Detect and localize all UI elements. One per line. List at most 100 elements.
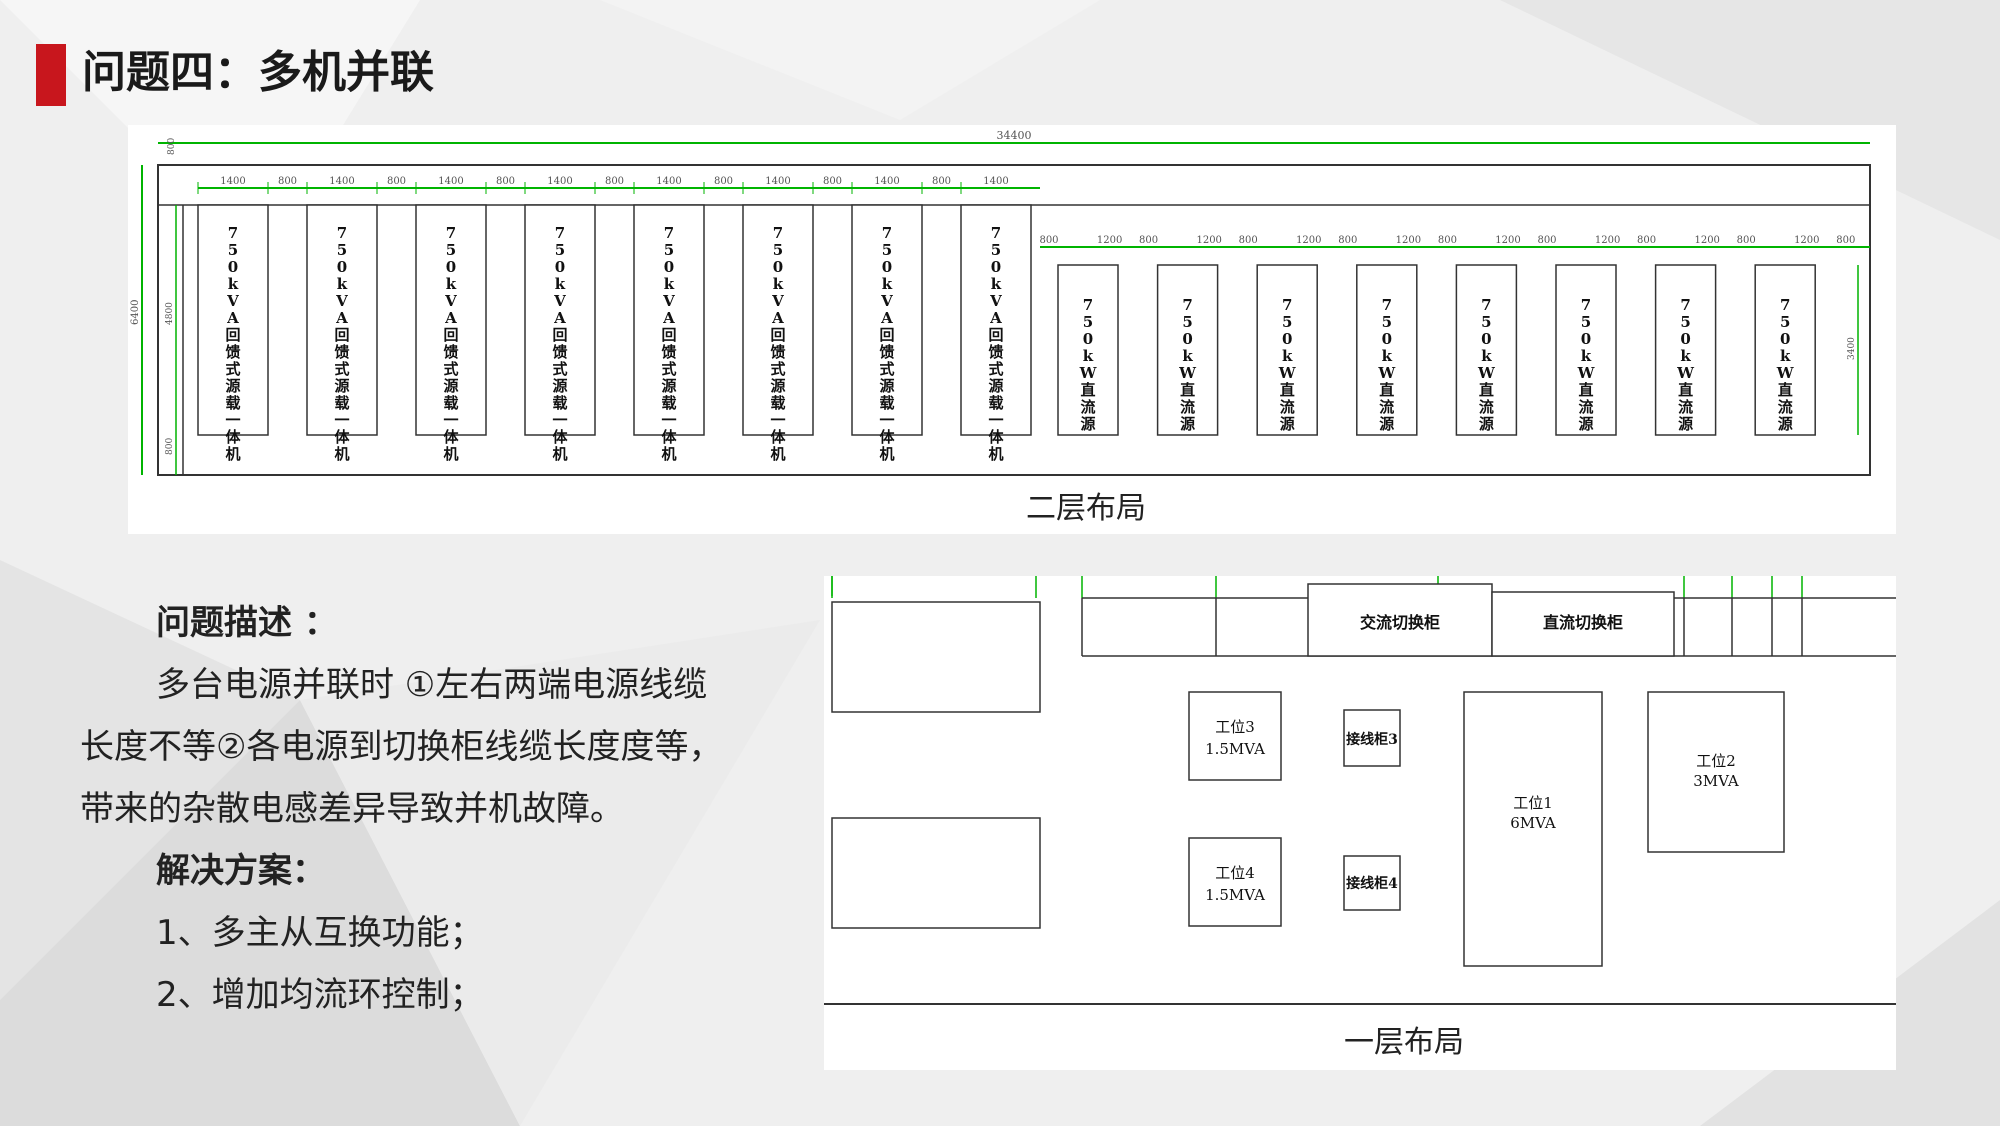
page-title: 问题四：多机并联 — [82, 47, 434, 98]
vertical-label-glyph: 5 — [1282, 313, 1292, 331]
vertical-label-glyph: 载 — [552, 394, 567, 412]
right-side-dimension-label: 3400 — [1847, 337, 1857, 360]
vertical-label-glyph: 0 — [991, 258, 1001, 276]
vertical-label-glyph: 流 — [1678, 398, 1693, 416]
dc-source-unit — [1256, 264, 1318, 436]
vertical-label-glyph: 源 — [334, 377, 349, 395]
vertical-label-glyph: 馈 — [987, 343, 1003, 361]
right-dimension-label: 800 — [1239, 235, 1258, 246]
vertical-label-glyph: 7 — [773, 224, 783, 242]
vertical-label-glyph: k — [1680, 347, 1691, 365]
right-dimension-label: 800 — [1737, 235, 1756, 246]
vertical-label-glyph: 源 — [661, 377, 676, 395]
top-dimension-label: 1400 — [220, 176, 245, 187]
vertical-label-glyph: A — [771, 309, 784, 327]
vertical-label-glyph: 5 — [337, 241, 347, 259]
vertical-label-glyph: V — [444, 292, 457, 310]
station-1-capacity: 6MVA — [1510, 814, 1556, 832]
vertical-label-glyph: 0 — [1481, 330, 1491, 348]
vertical-label-glyph: 机 — [225, 445, 240, 463]
vertical-label-glyph: 馈 — [224, 343, 240, 361]
station-2-name: 工位2 — [1696, 752, 1736, 770]
vertical-label-glyph: k — [1481, 347, 1492, 365]
station-1-name: 工位1 — [1513, 794, 1553, 812]
left-dimension-label: 6400 — [130, 300, 141, 325]
feedback-source-load-unit — [960, 204, 1032, 436]
feedback-source-load-unit — [851, 204, 923, 436]
vertical-label-glyph: 源 — [1479, 415, 1494, 433]
vertical-label-glyph: 7 — [1581, 296, 1591, 314]
vertical-label-glyph: 0 — [1083, 330, 1093, 348]
vertical-label-glyph: 载 — [770, 394, 785, 412]
top-dimension-label: 1400 — [874, 176, 899, 187]
top-dimension-label: 800 — [387, 176, 406, 187]
vertical-label-glyph: k — [1182, 347, 1193, 365]
vertical-label-glyph: 机 — [443, 445, 458, 463]
station-4 — [1188, 837, 1282, 927]
solution-item-1: 1、多主从互换功能； — [156, 913, 484, 953]
vertical-label-glyph: 回 — [661, 326, 676, 344]
top-dimension-label: 1400 — [547, 176, 572, 187]
building-outline — [157, 164, 1871, 476]
vertical-label-glyph: 源 — [225, 377, 240, 395]
room-block-lower — [831, 817, 1041, 929]
station-2 — [1647, 691, 1785, 853]
vertical-label-glyph: 源 — [1280, 415, 1295, 433]
top-dimension-label: 1400 — [983, 176, 1008, 187]
vertical-label-glyph: 源 — [1379, 415, 1394, 433]
vertical-label-glyph: W — [1079, 364, 1098, 382]
vertical-label-glyph: 一 — [770, 411, 785, 429]
problem-line-1: 多台电源并联时 ①左右两端电源线缆 — [156, 665, 708, 705]
vertical-label-glyph: 式 — [443, 360, 458, 378]
vertical-label-glyph: 流 — [1578, 398, 1593, 416]
vertical-label-glyph: 0 — [1780, 330, 1790, 348]
station-4-name: 工位4 — [1215, 864, 1255, 882]
right-dimension-label: 800 — [1438, 235, 1457, 246]
vertical-label-glyph: 5 — [555, 241, 565, 259]
vertical-label-glyph: A — [662, 309, 675, 327]
vertical-label-glyph: k — [555, 275, 566, 293]
vertical-label-glyph: 式 — [770, 360, 785, 378]
vertical-label-glyph: W — [1178, 364, 1197, 382]
vertical-label-glyph: W — [1278, 364, 1297, 382]
vertical-label-glyph: 体 — [552, 428, 568, 446]
room-block-upper — [831, 601, 1041, 713]
vertical-label-glyph: 7 — [228, 224, 238, 242]
vertical-label-glyph: 式 — [988, 360, 1003, 378]
vertical-label-glyph: 0 — [773, 258, 783, 276]
vertical-label-glyph: W — [1676, 364, 1695, 382]
vertical-label-glyph: V — [226, 292, 239, 310]
vertical-label-glyph: W — [1776, 364, 1795, 382]
vertical-label-glyph: 流 — [1479, 398, 1494, 416]
vertical-label-glyph: 式 — [225, 360, 240, 378]
station-3-capacity: 1.5MVA — [1205, 740, 1265, 758]
vertical-label-glyph: 体 — [334, 428, 350, 446]
vertical-label-glyph: 直 — [1379, 381, 1394, 399]
vertical-label-glyph: 机 — [661, 445, 676, 463]
vertical-label-glyph: 5 — [1083, 313, 1093, 331]
problem-line-2: 长度不等②各电源到切换柜线缆长度度等， — [80, 727, 723, 767]
right-dimension-label: 1200 — [1794, 235, 1819, 246]
vertical-label-glyph: 机 — [879, 445, 894, 463]
top-dimension-label: 1400 — [765, 176, 790, 187]
top-dimension-label: 1400 — [329, 176, 354, 187]
left-inner-dimension-label: 4800 — [165, 302, 175, 325]
left-top-dimension-label: 800 — [167, 138, 177, 155]
vertical-label-glyph: k — [664, 275, 675, 293]
dc-source-unit — [1754, 264, 1816, 436]
vertical-label-glyph: 机 — [552, 445, 567, 463]
vertical-label-glyph: A — [444, 309, 457, 327]
vertical-label-glyph: 一 — [661, 411, 676, 429]
vertical-label-glyph: 5 — [991, 241, 1001, 259]
problem-heading: 问题描述 ： — [156, 603, 338, 643]
vertical-label-glyph: 载 — [225, 394, 240, 412]
top-dimension-label: 800 — [932, 176, 951, 187]
junction-cabinet-3 — [1343, 709, 1401, 767]
right-dimension-label: 800 — [1637, 235, 1656, 246]
vertical-label-glyph: k — [446, 275, 457, 293]
